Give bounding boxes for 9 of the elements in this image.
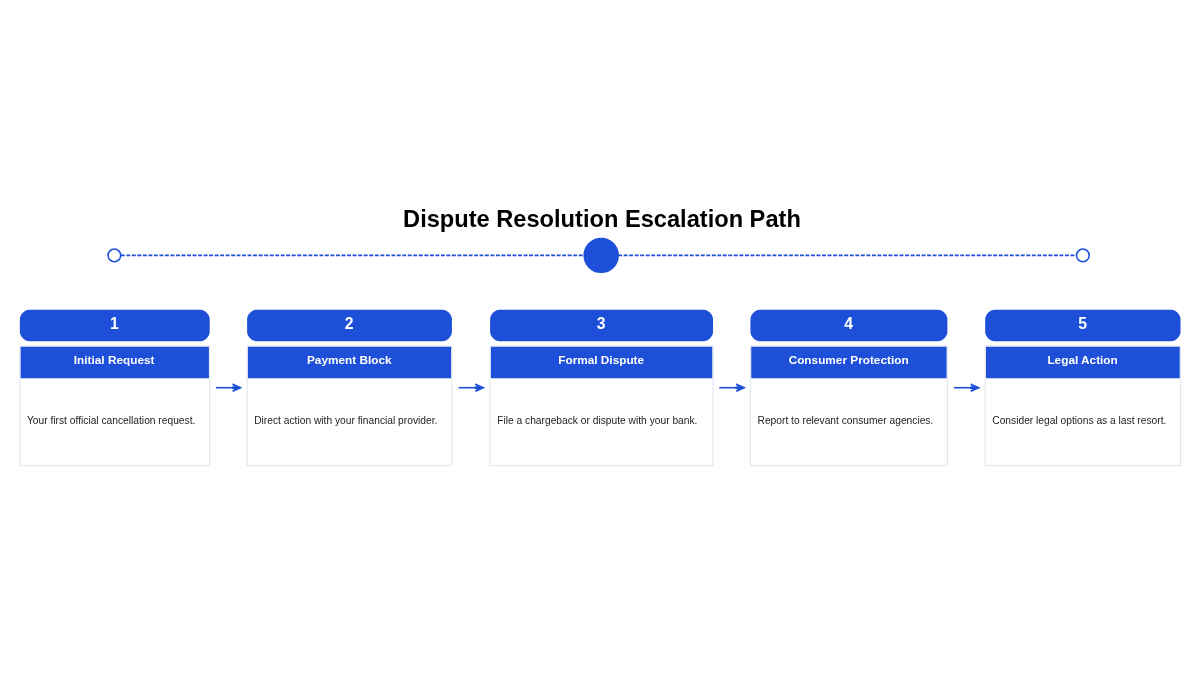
diagram-title: Dispute Resolution Escalation Path — [403, 206, 801, 233]
arrow — [215, 383, 242, 393]
connector — [120, 254, 585, 257]
node-circle — [1075, 248, 1090, 263]
node-circle — [107, 248, 122, 263]
arrow — [953, 383, 980, 393]
node-circle — [583, 237, 619, 274]
arrow — [457, 383, 485, 393]
arrow — [718, 383, 745, 393]
